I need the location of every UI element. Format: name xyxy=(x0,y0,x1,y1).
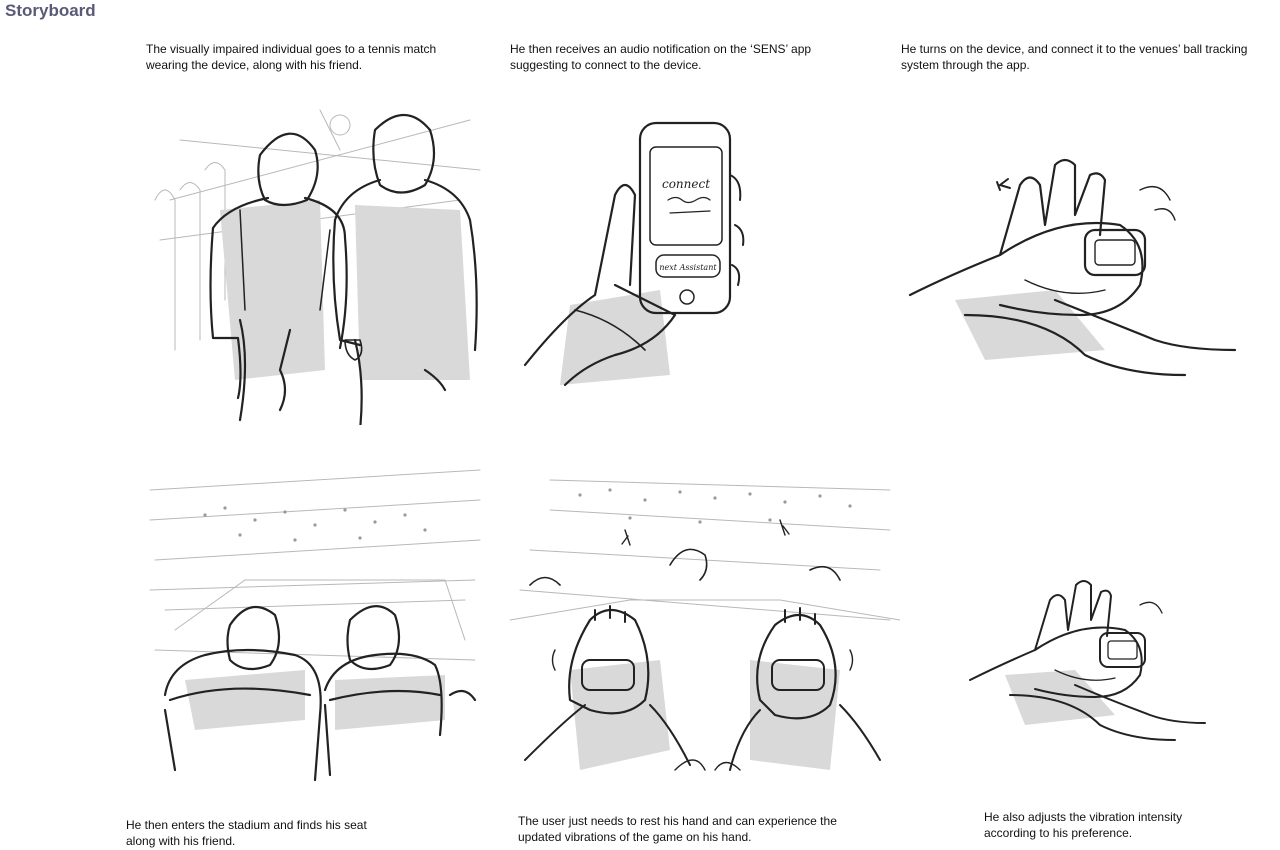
caption-line: suggesting to connect to the device. xyxy=(510,58,702,72)
hands-adjusting-sketch-icon xyxy=(969,580,1206,741)
two-people-sketch-icon xyxy=(154,109,481,425)
panel-6-sketch xyxy=(965,575,1210,750)
caption-panel-1: The visually impaired individual goes to… xyxy=(146,41,486,73)
caption-line: He turns on the device, and connect it t… xyxy=(901,42,1248,56)
caption-panel-3: He turns on the device, and connect it t… xyxy=(901,41,1279,73)
phone-screen-button-label: next Assistant xyxy=(659,263,717,272)
caption-line: updated vibrations of the game on his ha… xyxy=(518,830,752,844)
caption-line: The visually impaired individual goes to… xyxy=(146,42,437,56)
caption-panel-2: He then receives an audio notification o… xyxy=(510,41,860,73)
caption-line: along with his friend. xyxy=(126,834,236,848)
phone-screen-heading: connect xyxy=(662,177,710,191)
caption-line: He then enters the stadium and finds his… xyxy=(126,818,367,832)
page-title: Storyboard xyxy=(5,1,96,20)
panel-3-sketch xyxy=(905,150,1250,395)
caption-line: wearing the device, along with his frien… xyxy=(146,58,363,72)
caption-line: He then receives an audio notification o… xyxy=(510,42,812,56)
court-view-gloves-sketch-icon xyxy=(510,479,900,771)
stadium-seats-sketch-icon xyxy=(149,469,481,782)
panel-4-sketch xyxy=(145,460,485,785)
panel-1-sketch xyxy=(140,80,500,425)
panel-2-sketch: connect next Assistant xyxy=(520,115,760,415)
caption-panel-4: He then enters the stadium and finds his… xyxy=(126,817,446,849)
panel-5-sketch xyxy=(510,470,900,790)
caption-panel-6: He also adjusts the vibration intensity … xyxy=(984,809,1244,841)
caption-line: He also adjusts the vibration intensity xyxy=(984,810,1183,824)
caption-line: system through the app. xyxy=(901,58,1030,72)
gloved-hands-sketch-icon xyxy=(908,158,1237,377)
caption-panel-5: The user just needs to rest his hand and… xyxy=(518,813,888,845)
phone-in-hand-sketch-icon: connect next Assistant xyxy=(523,121,745,387)
caption-line: The user just needs to rest his hand and… xyxy=(518,814,837,828)
caption-line: according to his preference. xyxy=(984,826,1133,840)
